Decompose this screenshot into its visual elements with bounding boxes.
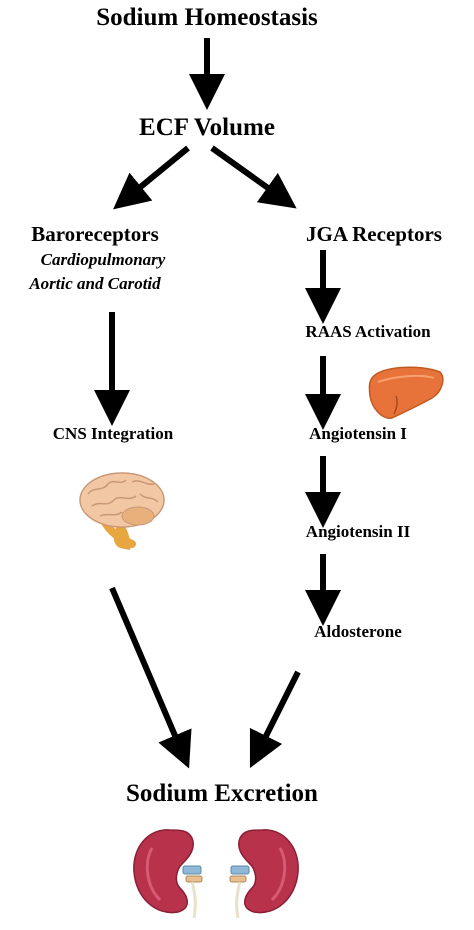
node-cns-integration: CNS Integration [52, 424, 174, 443]
node-ecf-volume: ECF Volume [139, 114, 275, 141]
arrow-aldo-to-excretion [249, 670, 301, 769]
diagram-title: Sodium Homeostasis [96, 4, 318, 31]
arrow-ecf-to-jga [210, 145, 297, 209]
node-jga-receptors: JGA Receptors [306, 222, 442, 246]
node-angiotensin-2: Angiotensin II [305, 522, 411, 541]
node-baroreceptors: Baroreceptors [31, 222, 159, 246]
node-baroreceptors-sub2: Aortic and Carotid [29, 274, 161, 293]
arrow-cns-to-excretion [109, 586, 192, 769]
node-raas-activation: RAAS Activation [305, 322, 431, 341]
node-baroreceptors-sub1: Cardiopulmonary [40, 250, 166, 269]
node-angiotensin-1: Angiotensin I [309, 424, 407, 443]
arrow-ecf-to-baro [113, 145, 190, 210]
node-aldosterone: Aldosterone [314, 622, 402, 641]
node-sodium-excretion: Sodium Excretion [126, 780, 318, 807]
